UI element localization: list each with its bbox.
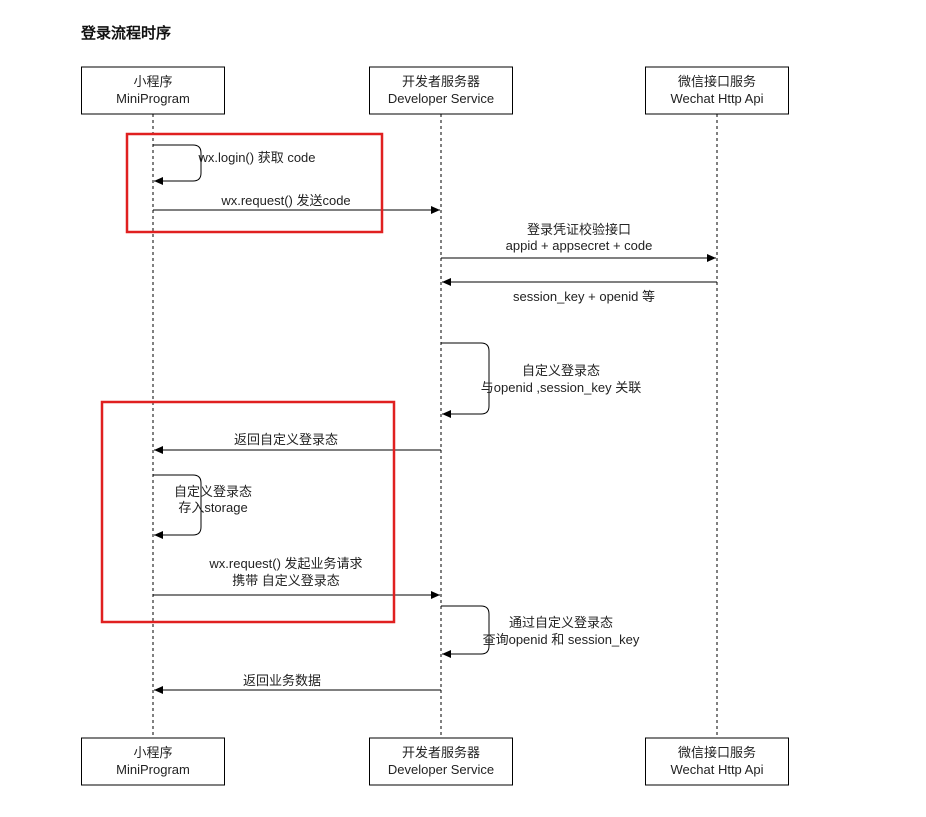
message-label: 通过自定义登录态 [509, 615, 613, 630]
message-label: session_key + openid 等 [513, 289, 655, 304]
message-return-data: 返回业务数据 [154, 673, 441, 694]
message-label: 自定义登录态 [522, 363, 600, 378]
self-message-arrow [153, 474, 202, 539]
participant-name-en: Developer Service [388, 91, 494, 106]
participant-name-en: Wechat Http Api [671, 762, 764, 777]
participant-wx-bottom: 微信接口服务 Wechat Http Api [645, 737, 789, 786]
message-label: wx.login() 获取 code [197, 150, 315, 165]
message-label: 自定义登录态 [174, 484, 252, 499]
self-message-arrow [441, 342, 490, 418]
participant-name-en: MiniProgram [116, 762, 190, 777]
message-return-state: 返回自定义登录态 [154, 432, 441, 454]
message-label: 登录凭证校验接口 [527, 222, 631, 237]
participant-name-en: Wechat Http Api [671, 91, 764, 106]
message-label: appid + appsecret + code [506, 238, 653, 253]
self-message-arrow [153, 144, 202, 185]
participant-name-cn: 微信接口服务 [678, 745, 756, 760]
participant-name-en: MiniProgram [116, 91, 190, 106]
participant-mini-bottom: 小程序 MiniProgram [81, 737, 225, 786]
highlight-box-storage [100, 400, 396, 624]
message-label: wx.request() 发起业务请求 [208, 556, 362, 571]
diagram-title: 登录流程时序 [81, 25, 172, 42]
message-label: 携带 自定义登录态 [232, 573, 340, 588]
message-return-session: session_key + openid 等 [442, 278, 717, 304]
participant-dev-top: 开发者服务器 Developer Service [369, 66, 513, 115]
message-label: 返回自定义登录态 [234, 432, 338, 447]
message-label: wx.request() 发送code [220, 193, 350, 208]
participant-name-cn: 微信接口服务 [678, 74, 756, 89]
message-send-code: wx.request() 发送code [153, 193, 440, 214]
message-label: 查询openid 和 session_key [483, 632, 640, 647]
participant-mini-top: 小程序 MiniProgram [81, 66, 225, 115]
participant-name-cn: 小程序 [133, 74, 172, 89]
participant-name-cn: 开发者服务器 [402, 74, 480, 89]
message-label: 与openid ,session_key 关联 [481, 380, 641, 395]
participant-dev-bottom: 开发者服务器 Developer Service [369, 737, 513, 786]
message-label: 返回业务数据 [243, 673, 321, 688]
highlight-box-login [125, 132, 384, 234]
message-login: wx.login() 获取 code [153, 144, 316, 185]
participant-wx-top: 微信接口服务 Wechat Http Api [645, 66, 789, 115]
participant-name-en: Developer Service [388, 762, 494, 777]
message-label: 存入storage [178, 500, 247, 515]
participant-name-cn: 开发者服务器 [402, 745, 480, 760]
self-message-arrow [441, 605, 490, 658]
participant-name-cn: 小程序 [133, 745, 172, 760]
